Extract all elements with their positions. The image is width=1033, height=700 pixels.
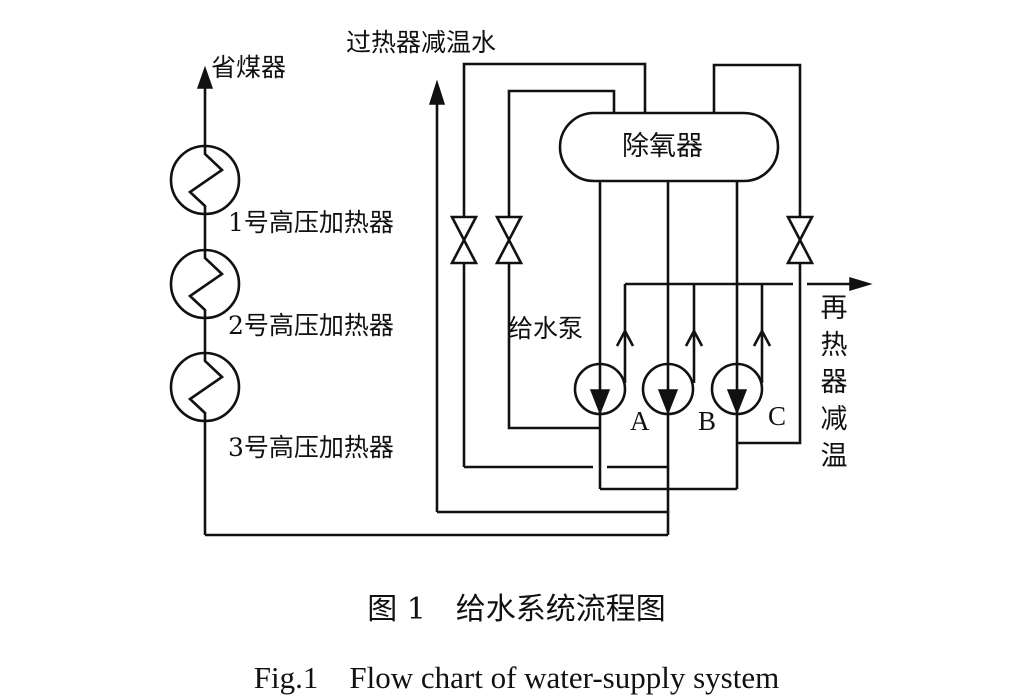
recirc-line-3-top: [712, 63, 802, 217]
valve-1-icon: [449, 215, 479, 265]
pump-a-icon: [573, 362, 627, 416]
feedwater-pump-label: 给水泵: [508, 314, 584, 343]
deaerator-label: 除氧器: [622, 131, 703, 162]
hp-heater-1-label: 1号高压加热器: [228, 208, 394, 237]
hp-heater-2-label: 2号高压加热器: [228, 311, 394, 340]
pump-b-icon: [641, 362, 695, 416]
superheater-spray-label: 过热器减温水: [346, 28, 497, 57]
recirc-line-1-top: [462, 62, 647, 217]
superheater-spray-arrowhead: [428, 79, 446, 105]
pump-b-tap-arrow: [684, 328, 704, 347]
figure-caption-english: Fig.1 Flow chart of water-supply system: [253, 660, 780, 695]
hp-heater-3-symbol: [169, 351, 241, 423]
economizer-arrowhead: [196, 65, 214, 89]
pump-c-label: C: [768, 401, 787, 431]
reheater-spray-arrowhead: [849, 276, 873, 292]
pump-a-label: A: [630, 406, 650, 436]
recirc-line-2-top: [507, 89, 616, 217]
hp-heater-3-label: 3号高压加热器: [228, 433, 394, 462]
pump-b-label: B: [698, 406, 717, 436]
valve-3-icon: [785, 215, 815, 265]
reheater-spray-label: 再热器减温: [820, 293, 848, 472]
pump-c-icon: [710, 362, 764, 416]
economizer-label: 省煤器: [211, 53, 287, 82]
valve-2-icon: [494, 215, 524, 265]
recirc-line-3-down: [737, 263, 802, 445]
hp-heater-1-symbol: [169, 144, 241, 216]
figure-caption-chinese: 图 1 给水系统流程图: [367, 592, 666, 627]
pump-a-tap-arrow: [615, 328, 635, 347]
hp-heater-2-symbol: [169, 248, 241, 320]
recirc-line-2-down: [507, 263, 600, 430]
pump-c-tap-arrow: [752, 328, 772, 347]
